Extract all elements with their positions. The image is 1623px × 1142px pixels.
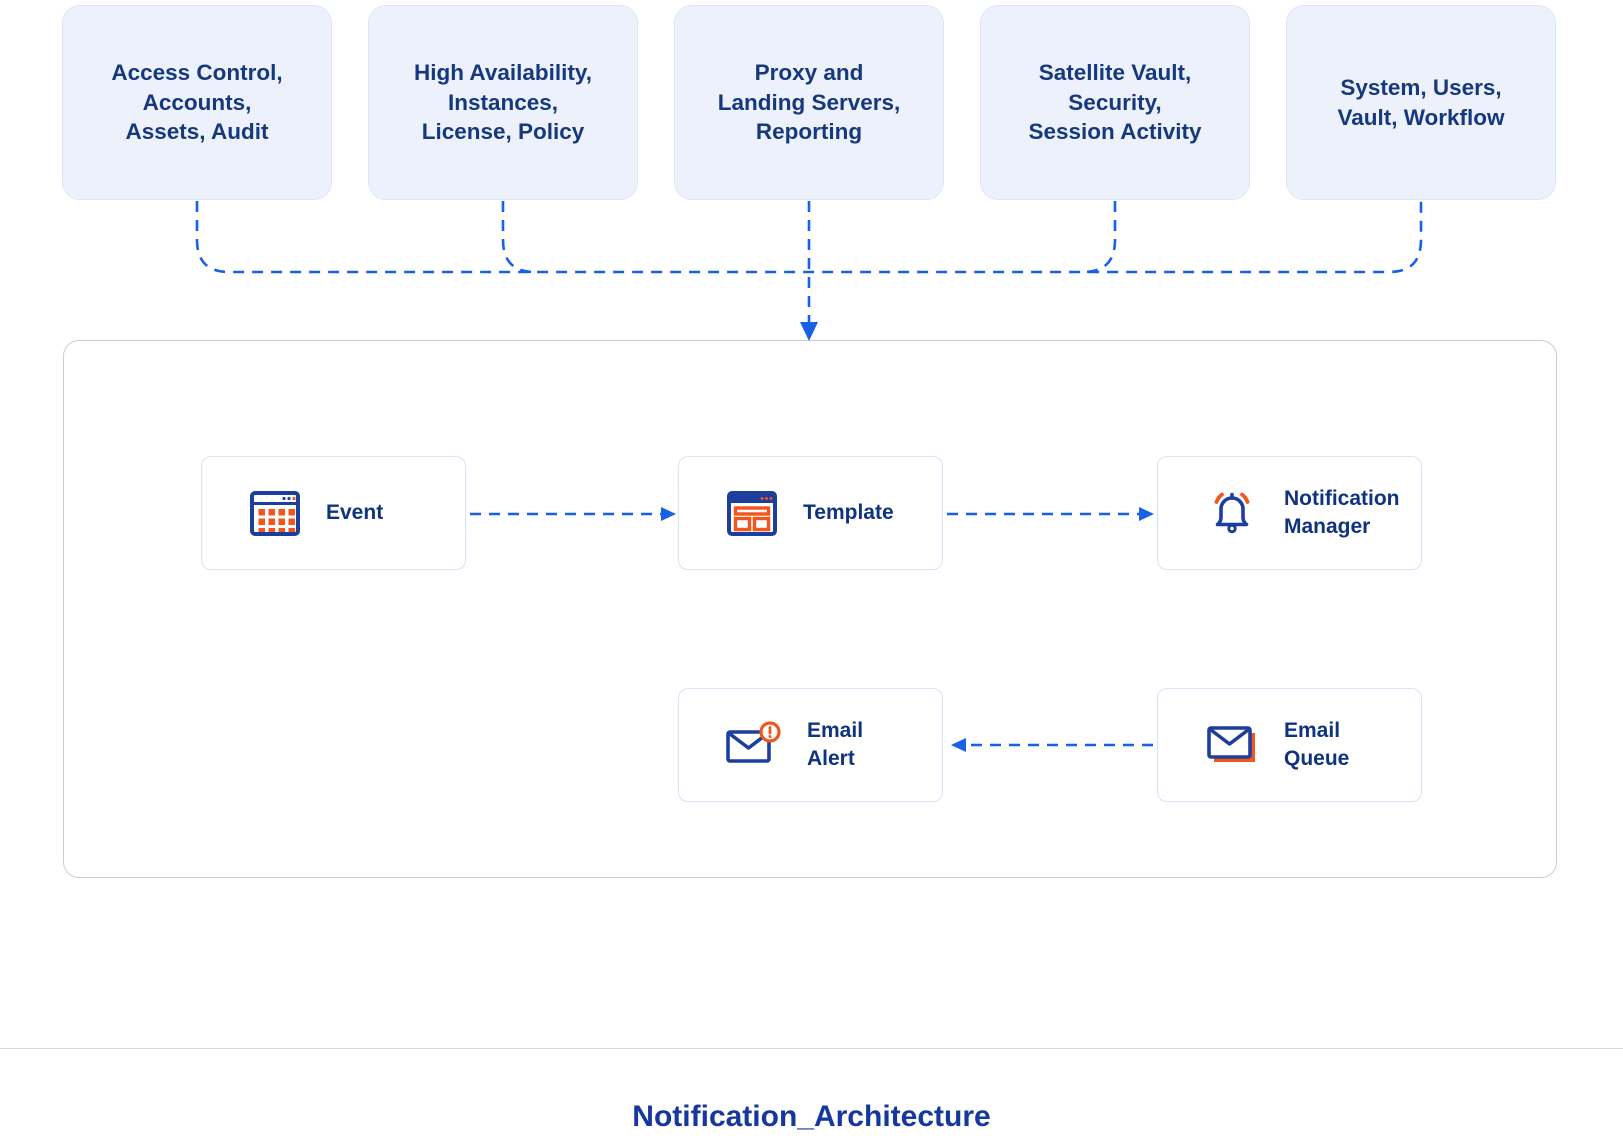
node-notification-manager: Notification Manager: [1157, 456, 1422, 570]
drop-line-box2: [501, 201, 536, 274]
node-label: Email Alert: [807, 718, 864, 770]
drop-line-box4: [1082, 201, 1117, 274]
node-label: Email Queue: [1284, 718, 1350, 770]
node-email-queue: Email Queue: [1157, 688, 1422, 802]
top-box-access-control: Access Control, Accounts, Assets, Audit: [62, 5, 332, 200]
diagram-title: Notification_Architecture: [632, 1100, 991, 1133]
envelope-alert-icon: [726, 721, 781, 763]
top-box-satellite-vault: Satellite Vault, Security, Session Activ…: [980, 5, 1250, 200]
bell-icon: [1214, 492, 1250, 534]
arrowhead-template: [661, 507, 676, 521]
top-box-system-users: System, Users, Vault, Workflow: [1286, 5, 1556, 200]
top-box-label: Access Control, Accounts, Assets, Audit: [111, 59, 283, 145]
arrowhead-email-alert: [951, 738, 966, 752]
node-label: Notification Manager: [1284, 486, 1400, 538]
browser-window-icon: [727, 491, 777, 536]
node-event: Event: [201, 456, 466, 570]
arrowhead-into-container: [800, 322, 818, 341]
top-box-label: Proxy and Landing Servers, Reporting: [717, 59, 901, 145]
node-template: Template: [678, 456, 943, 570]
top-box-high-availability: High Availability, Instances, License, P…: [368, 5, 638, 200]
top-box-proxy-reporting: Proxy and Landing Servers, Reporting: [674, 5, 944, 200]
node-email-alert: Email Alert: [678, 688, 943, 802]
footer-divider: [0, 1048, 1623, 1049]
bus-connector-line: [195, 201, 1423, 274]
arrowhead-notification: [1139, 507, 1154, 521]
envelope-stack-icon: [1207, 726, 1255, 762]
top-box-label: High Availability, Instances, License, P…: [414, 59, 592, 145]
calendar-grid-icon: [250, 491, 300, 536]
node-label: Event: [326, 500, 384, 524]
top-box-label: Satellite Vault, Security, Session Activ…: [1028, 59, 1202, 145]
node-label: Template: [803, 500, 894, 524]
top-box-label: System, Users, Vault, Workflow: [1337, 74, 1505, 130]
